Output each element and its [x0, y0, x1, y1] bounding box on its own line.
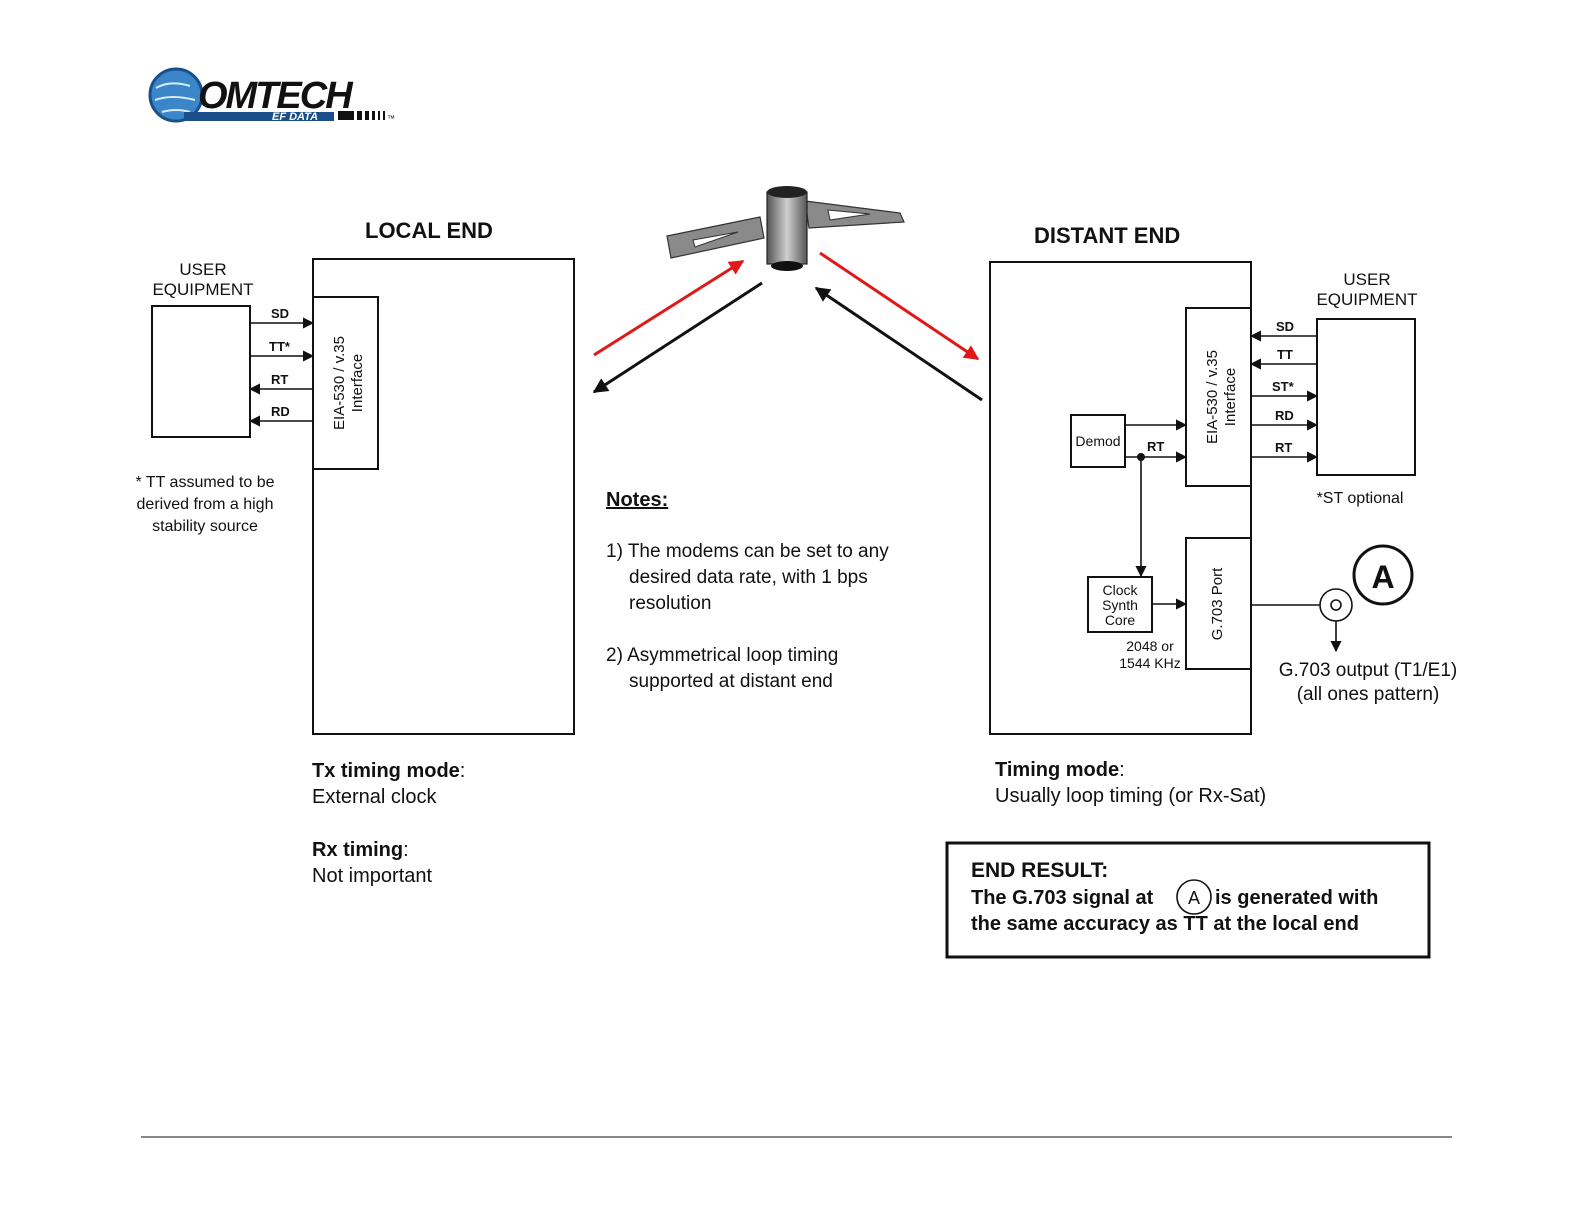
end-result-line1-before: The G.703 signal at: [971, 887, 1154, 909]
distant-signal-tt: TT: [1277, 347, 1293, 362]
distant-end-title: DISTANT END: [1034, 223, 1180, 248]
rx-timing-heading: Rx timing:: [312, 839, 409, 861]
distant-signal-rt: RT: [1275, 440, 1292, 455]
local-footnote-2: derived from a high: [137, 496, 274, 513]
tx-timing-heading: Tx timing mode:: [312, 760, 465, 782]
clock-label-3: Core: [1105, 612, 1136, 628]
logo-stripes: [338, 111, 385, 120]
local-uplink-arrow: [593, 259, 745, 357]
distant-interface-box: [1185, 307, 1252, 487]
clock-label-1: Clock: [1102, 582, 1138, 598]
local-user-equipment-label-1: USER: [179, 260, 226, 279]
local-footnote-1: * TT assumed to be: [135, 474, 274, 491]
rx-timing-value: Not important: [312, 865, 432, 887]
local-downlink-arrow: [592, 281, 763, 394]
local-signal-tt: TT*: [269, 339, 291, 354]
demod-rt-label: RT: [1147, 439, 1164, 454]
satellite-icon: [666, 186, 905, 271]
distant-downlink-arrow: [819, 251, 980, 361]
local-interface-label-2: Interface: [349, 354, 366, 412]
end-result-marker-circle: [1176, 879, 1212, 915]
distant-user-equipment-label-1: USER: [1343, 270, 1390, 289]
distant-uplink-arrow: [814, 286, 983, 402]
local-user-equipment-box: [151, 305, 251, 438]
demod-box: [1070, 414, 1126, 468]
g703-output-label-1: G.703 output (T1/E1): [1279, 660, 1458, 681]
demod-label: Demod: [1075, 433, 1120, 449]
clock-label-2: Synth: [1102, 597, 1138, 613]
local-signal-rd: RD: [271, 404, 290, 419]
logo-trademark: ™: [387, 114, 395, 123]
distant-user-equipment-box: [1316, 318, 1416, 476]
local-signal-sd: SD: [271, 306, 289, 321]
logo-globe-icon: [148, 67, 204, 123]
note-1-line-3: resolution: [629, 593, 711, 614]
marker-a-circle: [1352, 544, 1414, 606]
tx-timing-value: External clock: [312, 786, 437, 808]
note-1-line-1: 1) The modems can be set to any: [606, 541, 889, 562]
logo-underbar: [184, 112, 334, 121]
bnc-connector-icon: [1319, 588, 1353, 622]
local-footnote-3: stability source: [152, 518, 258, 535]
distant-interface-label-1: EIA-530 / v.35: [1204, 350, 1221, 444]
distant-interface-label-2: Interface: [1222, 368, 1239, 426]
marker-a-letter: A: [1371, 559, 1394, 595]
distant-signal-sd: SD: [1276, 319, 1294, 334]
note-1-line-2: desired data rate, with 1 bps: [629, 567, 868, 588]
end-result-line1-after: is generated with: [1215, 887, 1378, 909]
g703-output-label-2: (all ones pattern): [1297, 684, 1440, 705]
note-2-line-1: 2) Asymmetrical loop timing: [606, 645, 838, 666]
distant-signal-rd: RD: [1275, 408, 1294, 423]
st-optional-note: *ST optional: [1317, 490, 1404, 507]
distant-timing-heading: Timing mode:: [995, 759, 1125, 781]
local-signal-rt: RT: [271, 372, 288, 387]
local-interface-label-1: EIA-530 / v.35: [331, 336, 348, 430]
g703-port-label: G.703 Port: [1209, 567, 1226, 640]
distant-timing-value: Usually loop timing (or Rx-Sat): [995, 785, 1266, 807]
comtech-logo: C OMTECH EF DATA ™: [148, 67, 395, 123]
distant-signal-lines: [1249, 330, 1319, 463]
end-result-line2: the same accuracy as TT at the local end: [971, 913, 1359, 935]
local-user-equipment-label-2: EQUIPMENT: [152, 280, 253, 299]
note-2-line-2: supported at distant end: [629, 671, 833, 692]
clock-synth-box: [1087, 576, 1153, 633]
g703-port-box: [1185, 537, 1252, 670]
notes-heading: Notes:: [606, 489, 668, 511]
local-interface-box: [312, 296, 379, 470]
local-signal-lines: [248, 317, 315, 427]
end-result-heading: END RESULT:: [971, 859, 1108, 882]
logo-subtitle: EF DATA: [272, 111, 318, 123]
distant-user-equipment-label-2: EQUIPMENT: [1316, 290, 1417, 309]
local-end-title: LOCAL END: [365, 218, 493, 243]
clock-freq-1: 2048 or: [1126, 638, 1174, 654]
logo-wordmark: OMTECH: [198, 75, 354, 117]
distant-signal-st: ST*: [1272, 379, 1295, 394]
clock-freq-2: 1544 KHz: [1119, 655, 1180, 671]
end-result-marker-letter: A: [1188, 888, 1200, 908]
